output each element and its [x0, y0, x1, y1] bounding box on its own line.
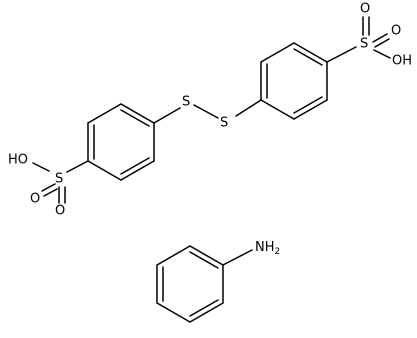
atom-oxygen-lower-bottom: O — [55, 204, 65, 219]
atom-hydroxyl-upper: OH — [392, 54, 412, 69]
atom-nitrogen-amine: NH2 — [255, 240, 280, 257]
atom-sulfur-upper-sulfonyl: S — [360, 37, 368, 52]
atom-sulfur-right: S — [220, 116, 228, 131]
aniline-benzene-ring — [156, 245, 224, 323]
aniline-molecule: NH2 — [156, 240, 280, 323]
upper-sulfonic-acid-bonds — [326, 16, 391, 63]
aniline-cn-bond — [222, 249, 253, 266]
atom-oxygen-lower-left: O — [30, 192, 40, 207]
atom-oxygen-upper-top: O — [360, 2, 370, 17]
atom-oxygen-upper-right: O — [391, 24, 401, 39]
atom-sulfur-left: S — [182, 95, 190, 110]
atom-sulfur-lower-sulfonyl: S — [55, 172, 63, 187]
atom-hydroxyl-lower: HO — [8, 153, 28, 168]
disulfide-disulfonic-acid-molecule: S S S O O OH S HO O O — [8, 2, 412, 219]
right-benzene-ring — [260, 42, 328, 120]
left-benzene-ring — [87, 103, 155, 181]
lower-sulfonic-acid-bonds — [32, 160, 89, 204]
disulfide-bridge — [153, 99, 262, 124]
